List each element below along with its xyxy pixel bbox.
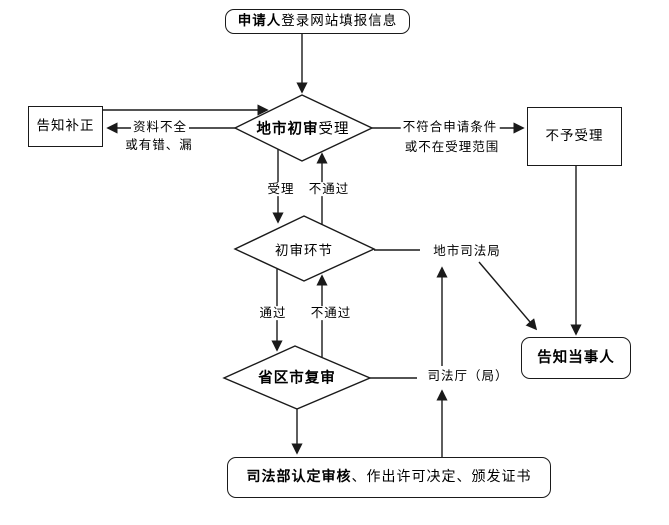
label-fail-bottom: 不通过	[308, 305, 354, 321]
province-recheck-label: 省区市复审	[258, 367, 336, 388]
city-initial-review-label-rest: 受理	[318, 121, 350, 138]
label-provincial-justice-dept: 司法厅（局）	[425, 368, 511, 384]
node-not-accepted: 不予受理	[527, 107, 622, 166]
not-accepted-label: 不予受理	[545, 127, 604, 144]
diamond-initial-review-step	[233, 215, 376, 282]
label-not-eligible-line2: 或不在受理范围	[402, 139, 502, 155]
label-not-eligible-line1: 不符合申请条件	[400, 119, 500, 135]
label-fail-top: 不通过	[306, 181, 352, 197]
city-initial-review-label-bold: 地市初审	[256, 120, 319, 138]
notify-correction-label: 告知补正	[36, 117, 95, 134]
province-recheck-text: 省区市复审	[258, 369, 336, 387]
initial-review-step-label: 初审环节	[275, 239, 333, 259]
label-pass: 通过	[257, 305, 289, 321]
label-materials-incomplete-line2: 或有错、漏	[123, 137, 195, 153]
node-notify-party: 告知当事人	[521, 337, 631, 379]
ministry-review-label-rest: 、作出许可决定、颁发证书	[351, 469, 532, 486]
initial-review-step-text: 初审环节	[275, 243, 333, 259]
label-materials-incomplete-line1: 资料不全	[130, 119, 190, 135]
notify-party-label: 告知当事人	[537, 348, 615, 366]
label-city-justice-bureau: 地市司法局	[431, 243, 503, 259]
label-accepted: 受理	[265, 181, 297, 197]
node-notify-correction: 告知补正	[28, 106, 103, 147]
ministry-review-label-bold: 司法部认定审核	[246, 469, 352, 486]
start-label-bold: 申请人	[237, 12, 282, 29]
city-initial-review-label: 地市初审受理	[257, 118, 350, 139]
edge-city-bureau-to-notify-party-arrow	[478, 261, 538, 331]
node-ministry-review: 司法部认定审核、作出许可决定、颁发证书	[227, 457, 551, 498]
node-start: 申请人登录网站填报信息	[225, 9, 410, 34]
diamond-city-initial-review	[233, 94, 374, 162]
start-label-rest: 登录网站填报信息	[281, 12, 398, 29]
